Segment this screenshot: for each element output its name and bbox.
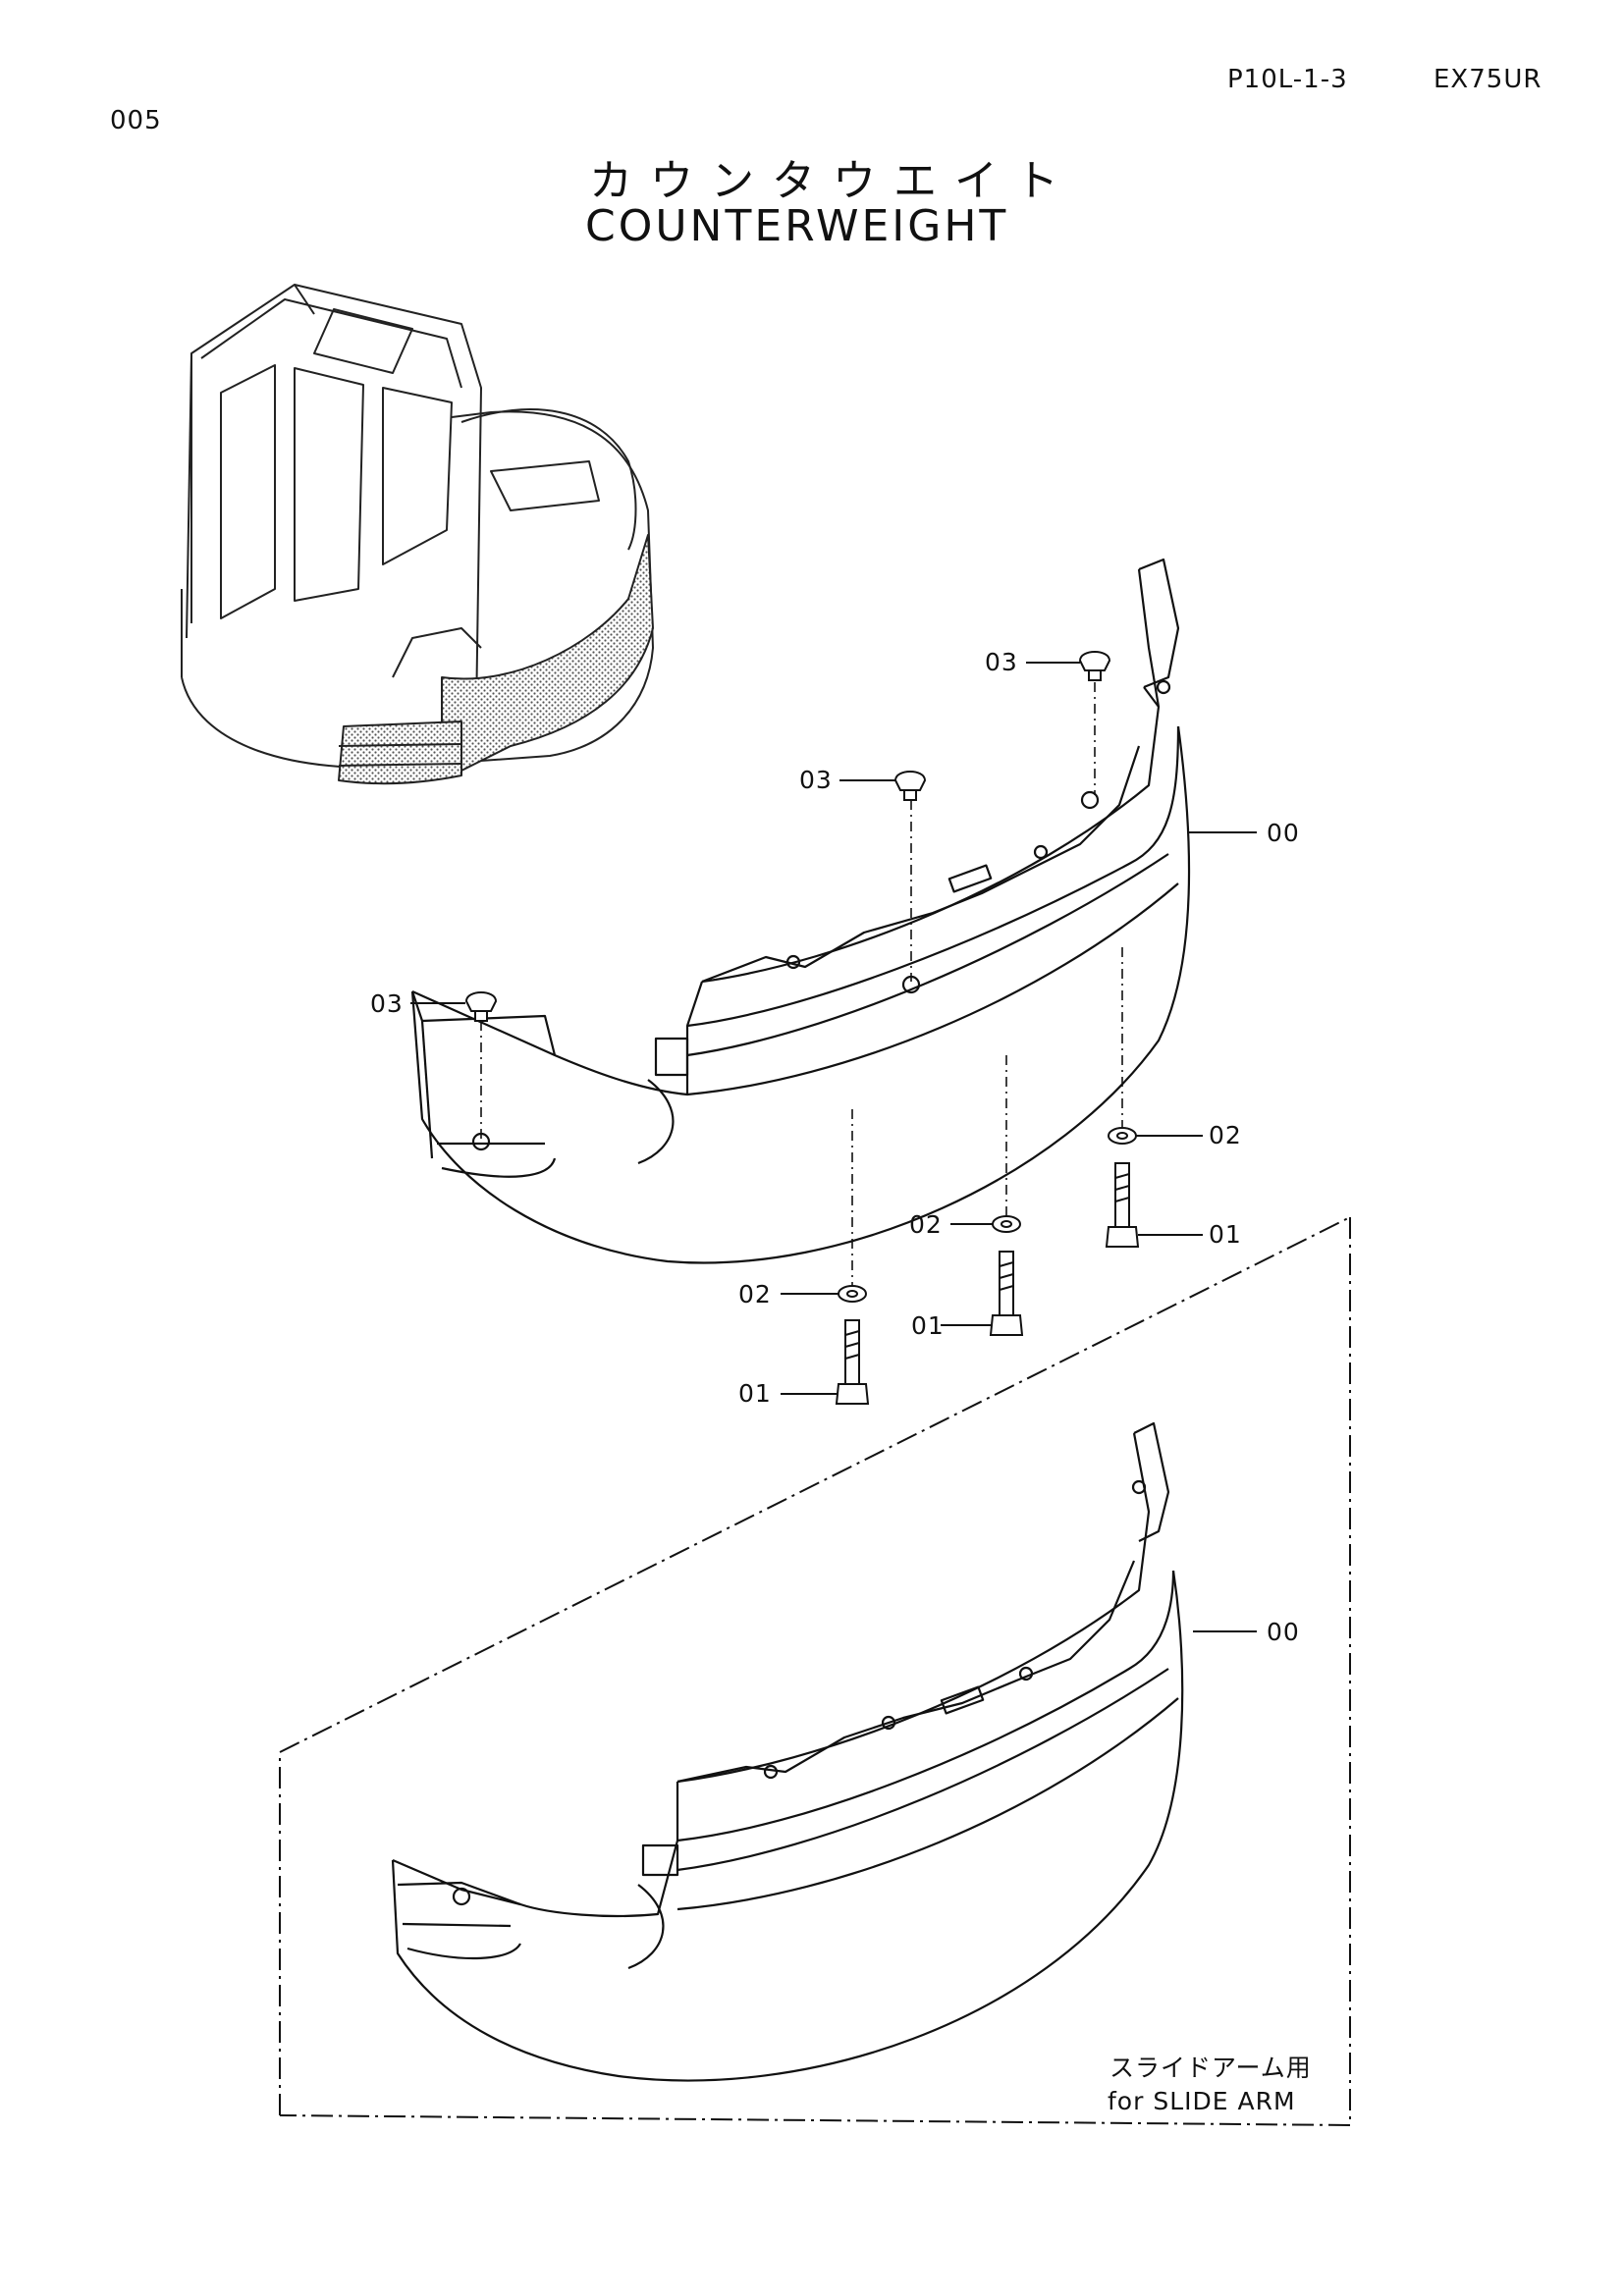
- callout-bolt-middle: 01: [911, 1311, 945, 1340]
- page-number: 005: [110, 106, 162, 135]
- variant-note-english: for SLIDE ARM: [1108, 2087, 1296, 2115]
- alignment-lines: [480, 682, 1123, 1286]
- excavator-overview: [181, 284, 654, 785]
- title-english: COUNTERWEIGHT: [585, 201, 1009, 251]
- callout-bolt-right: 01: [1209, 1220, 1242, 1249]
- callout-washer-left: 02: [738, 1280, 772, 1308]
- callout-cap-middle: 03: [799, 766, 833, 794]
- callout-washer-middle: 02: [909, 1210, 943, 1239]
- counterweight-main: [410, 558, 1191, 1264]
- bolt-parts: [835, 1162, 1140, 1405]
- callout-cap-left: 03: [370, 989, 404, 1018]
- section-code: P10L-1-3: [1227, 65, 1348, 94]
- callout-bolt-left: 01: [738, 1379, 772, 1408]
- title-japanese: カウンタウエイト: [589, 156, 1076, 206]
- counterweight-variant: [391, 1421, 1184, 2082]
- cap-parts: [464, 651, 1111, 1022]
- callout-cap-right: 03: [985, 648, 1018, 676]
- washer-parts: [838, 1127, 1137, 1303]
- callout-main-counterweight: 00: [1267, 819, 1300, 847]
- callout-washer-right: 02: [1209, 1121, 1242, 1149]
- leader-lines: [410, 662, 1257, 1632]
- model-code: EX75UR: [1434, 65, 1542, 94]
- callout-variant-counterweight: 00: [1267, 1618, 1300, 1646]
- variant-enclosure: [279, 1216, 1351, 2126]
- variant-note-japanese: スライドアーム用: [1109, 2054, 1312, 2082]
